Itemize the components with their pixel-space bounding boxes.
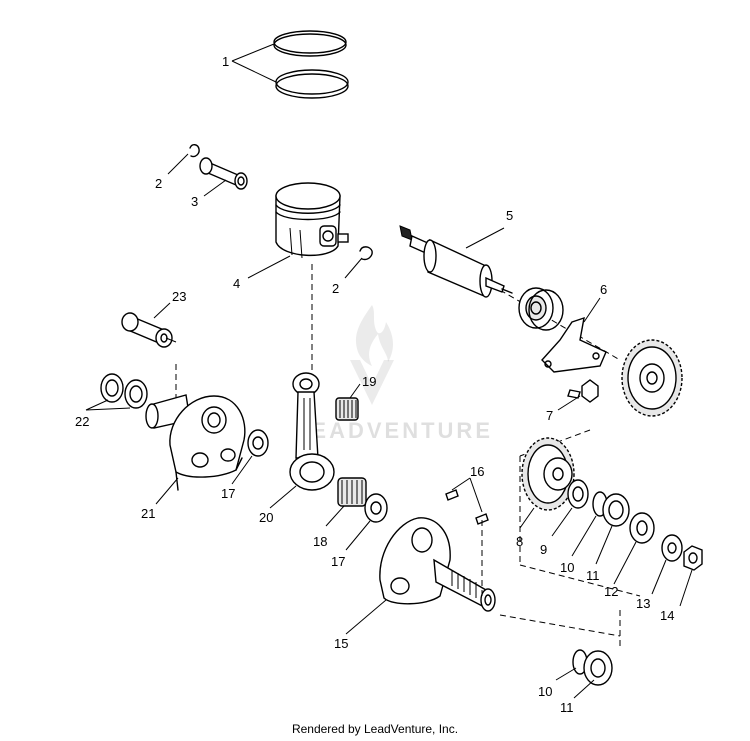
nut-washer [651,534,683,595]
piston-rings [231,30,349,99]
piston-pin [199,157,248,197]
callout-14: 14 [660,608,674,623]
callout-7: 7 [546,408,553,423]
watermark: LEADVENTURE [295,305,493,443]
callout-18: 18 [313,534,327,549]
upper-gear [621,339,683,417]
callout-21: 21 [141,506,155,521]
callout-8: 8 [516,534,523,549]
connecting-rod [269,372,335,509]
callout-17-left: 17 [221,486,235,501]
callout-1: 1 [222,54,229,69]
v-logo-icon [350,360,394,405]
watermark-text: LEADVENTURE [295,418,493,443]
callout-22: 22 [75,414,89,429]
thrust-washer-right [345,493,388,551]
bushing [121,302,177,348]
mounting-bracket [541,297,607,373]
callout-labels: 1 2 3 4 2 5 6 7 23 19 22 21 17 20 18 17 … [75,54,674,715]
callout-20: 20 [259,510,273,525]
seal-and-ring-upper [571,491,630,565]
callout-23: 23 [172,289,186,304]
callout-2-left: 2 [155,176,162,191]
callout-12: 12 [604,584,618,599]
castle-nut [613,512,655,585]
callout-15: 15 [334,636,348,651]
callout-11-lower: 11 [560,700,574,715]
callout-3: 3 [191,194,198,209]
seal-and-ring-lower [555,649,613,699]
callout-6: 6 [600,282,607,297]
callout-16: 16 [470,464,484,479]
thrust-washer-left [231,429,269,485]
piston [247,182,349,279]
callout-10-upper: 10 [560,560,574,575]
circlip-left [167,144,200,175]
hex-nut [679,545,703,607]
hex-bolt [557,379,599,411]
woodruff-keys [445,477,489,525]
drive-shaft [399,225,513,298]
gear-washer [551,479,589,537]
callout-9: 9 [540,542,547,557]
crank-half-right [345,517,496,635]
callout-17-right: 17 [331,554,345,569]
crank-half-left [145,394,246,505]
callout-2-right: 2 [332,281,339,296]
callout-4: 4 [233,276,240,291]
callout-5: 5 [506,208,513,223]
lower-gear [519,437,575,529]
footer-credit: Rendered by LeadVenture, Inc. [291,722,459,736]
flame-logo-icon [355,305,393,366]
callout-13: 13 [636,596,650,611]
ball-bearing [518,287,564,331]
crank-seals [85,373,148,411]
callout-19: 19 [362,374,376,389]
needle-bearing-small [335,383,361,421]
circlip-right [344,246,373,279]
callout-10-lower: 10 [538,684,552,699]
needle-bearing-large [325,477,367,527]
callout-11-upper: 11 [586,568,600,583]
